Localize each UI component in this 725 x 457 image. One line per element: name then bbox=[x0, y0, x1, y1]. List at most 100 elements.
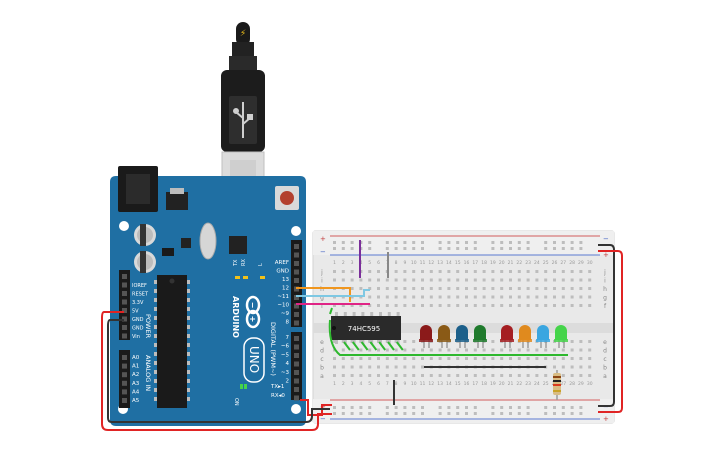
header-hole[interactable] bbox=[122, 355, 127, 360]
breadboard-hole[interactable] bbox=[491, 287, 495, 290]
breadboard-hole[interactable] bbox=[447, 357, 451, 360]
breadboard-hole[interactable] bbox=[368, 270, 372, 273]
breadboard-hole[interactable] bbox=[473, 287, 477, 290]
breadboard-hole[interactable] bbox=[447, 304, 451, 307]
header-hole[interactable] bbox=[294, 370, 299, 375]
header-hole[interactable] bbox=[122, 363, 127, 369]
rail-hole[interactable] bbox=[412, 247, 416, 250]
breadboard-hole[interactable] bbox=[456, 278, 460, 282]
rail-hole[interactable] bbox=[438, 241, 442, 244]
breadboard-hole[interactable] bbox=[377, 304, 380, 307]
breadboard-hole[interactable] bbox=[394, 348, 398, 352]
breadboard-hole[interactable] bbox=[385, 295, 389, 299]
breadboard-hole[interactable] bbox=[509, 348, 512, 352]
breadboard-hole[interactable] bbox=[544, 374, 548, 377]
rail-hole[interactable] bbox=[403, 247, 407, 250]
breadboard-hole[interactable] bbox=[429, 295, 433, 299]
breadboard-hole[interactable] bbox=[368, 348, 372, 352]
breadboard-hole[interactable] bbox=[473, 270, 477, 273]
rail-hole[interactable] bbox=[553, 247, 556, 250]
wire-5v-to-rail[interactable] bbox=[300, 399, 332, 416]
wires[interactable] bbox=[101, 240, 623, 431]
breadboard-hole[interactable] bbox=[438, 357, 442, 360]
breadboard-hole[interactable] bbox=[517, 270, 521, 273]
breadboard-hole[interactable] bbox=[412, 348, 416, 352]
arduino-uno-board[interactable]: TX RX L − + ARDUINO UNO DIGITAL (PWM~) A… bbox=[110, 166, 306, 426]
rail-hole[interactable] bbox=[456, 406, 460, 409]
rail-hole[interactable] bbox=[333, 406, 336, 409]
rail-hole[interactable] bbox=[491, 406, 495, 409]
rail-hole[interactable] bbox=[544, 406, 548, 409]
rail-hole[interactable] bbox=[579, 412, 583, 415]
rail-hole[interactable] bbox=[517, 247, 521, 250]
header-hole[interactable] bbox=[122, 389, 127, 395]
header-hole[interactable] bbox=[294, 312, 299, 317]
breadboard-hole[interactable] bbox=[526, 348, 530, 352]
header-hole[interactable] bbox=[294, 244, 299, 249]
rail-hole[interactable] bbox=[456, 241, 460, 244]
rail-hole[interactable] bbox=[333, 412, 336, 415]
breadboard-hole[interactable] bbox=[385, 357, 389, 360]
breadboard-hole[interactable] bbox=[456, 295, 460, 299]
breadboard-hole[interactable] bbox=[412, 357, 416, 360]
breadboard-hole[interactable] bbox=[429, 374, 433, 377]
breadboard-hole[interactable] bbox=[526, 287, 530, 290]
breadboard-hole[interactable] bbox=[377, 365, 380, 369]
breadboard-hole[interactable] bbox=[482, 348, 486, 352]
breadboard-hole[interactable] bbox=[465, 278, 468, 282]
breadboard-hole[interactable] bbox=[491, 270, 495, 273]
breadboard-hole[interactable] bbox=[456, 287, 460, 290]
breadboard-hole[interactable] bbox=[473, 374, 477, 377]
rail-hole[interactable] bbox=[465, 412, 468, 415]
breadboard-hole[interactable] bbox=[394, 287, 398, 290]
breadboard-hole[interactable] bbox=[447, 278, 451, 282]
rail-hole[interactable] bbox=[368, 247, 372, 250]
breadboard-hole[interactable] bbox=[341, 278, 345, 282]
breadboard-hole[interactable] bbox=[447, 270, 451, 273]
rail-hole[interactable] bbox=[570, 412, 574, 415]
breadboard-hole[interactable] bbox=[579, 340, 583, 343]
breadboard-hole[interactable] bbox=[553, 304, 556, 307]
breadboard-hole[interactable] bbox=[526, 295, 530, 299]
rail-hole[interactable] bbox=[544, 241, 548, 244]
breadboard-hole[interactable] bbox=[526, 278, 530, 282]
breadboard-hole[interactable] bbox=[588, 270, 592, 273]
breadboard-hole[interactable] bbox=[500, 287, 504, 290]
breadboard-hole[interactable] bbox=[359, 365, 363, 369]
breadboard-hole[interactable] bbox=[473, 304, 477, 307]
led-red-2[interactable] bbox=[500, 325, 514, 348]
green-jumper[interactable] bbox=[343, 341, 351, 351]
breadboard-hole[interactable] bbox=[570, 348, 574, 352]
breadboard-hole[interactable] bbox=[385, 365, 389, 369]
header-hole[interactable] bbox=[122, 308, 127, 313]
breadboard-hole[interactable] bbox=[535, 348, 539, 352]
breadboard-hole[interactable] bbox=[561, 304, 565, 307]
breadboard-hole[interactable] bbox=[553, 295, 556, 299]
rail-hole[interactable] bbox=[473, 412, 477, 415]
breadboard-hole[interactable] bbox=[465, 357, 468, 360]
wire-5v-red[interactable] bbox=[101, 311, 332, 431]
breadboard-hole[interactable] bbox=[553, 278, 556, 282]
breadboard-hole[interactable] bbox=[491, 295, 495, 299]
breadboard-hole[interactable] bbox=[517, 374, 521, 377]
breadboard-hole[interactable] bbox=[561, 295, 565, 299]
breadboard-hole[interactable] bbox=[333, 374, 336, 377]
led-green-2[interactable] bbox=[554, 325, 568, 348]
breadboard-hole[interactable] bbox=[447, 295, 451, 299]
breadboard-hole[interactable] bbox=[561, 278, 565, 282]
rail-hole[interactable] bbox=[368, 241, 372, 244]
rail-hole[interactable] bbox=[579, 241, 583, 244]
breadboard-hole[interactable] bbox=[359, 357, 363, 360]
rail-hole[interactable] bbox=[526, 406, 530, 409]
breadboard-hole[interactable] bbox=[553, 270, 556, 273]
rail-hole[interactable] bbox=[456, 412, 460, 415]
rail-hole[interactable] bbox=[473, 241, 477, 244]
rail-hole[interactable] bbox=[394, 247, 398, 250]
breadboard-hole[interactable] bbox=[377, 295, 380, 299]
breadboard-hole[interactable] bbox=[535, 304, 539, 307]
header-hole[interactable] bbox=[294, 395, 299, 401]
rail-hole[interactable] bbox=[421, 241, 424, 244]
rail-hole[interactable] bbox=[333, 247, 336, 250]
breadboard-hole[interactable] bbox=[377, 340, 380, 343]
